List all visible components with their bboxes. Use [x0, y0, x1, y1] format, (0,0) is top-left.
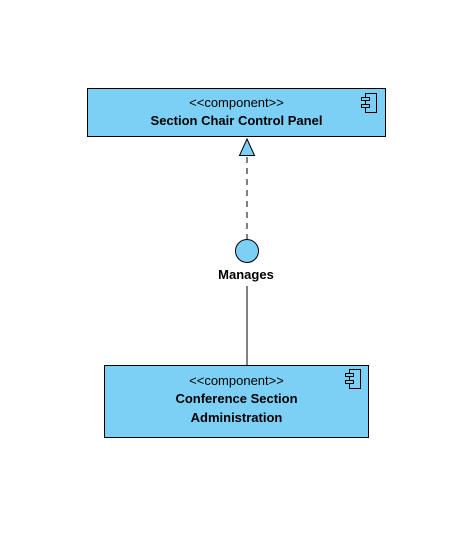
realization-arrowhead — [238, 137, 256, 156]
component-name-line-2: Administration — [190, 410, 283, 425]
interface-label: Manages — [218, 267, 274, 282]
component-icon — [361, 93, 377, 113]
component-name-line-1: Conference Section — [175, 391, 298, 406]
component-name: Section Chair Control Panel — [150, 113, 323, 128]
component-conference-section-administration[interactable]: <<component>> Conference Section Adminis… — [104, 365, 369, 438]
component-stereotype: <<component>> — [189, 373, 284, 388]
interface-circle-icon — [235, 239, 259, 263]
component-icon — [345, 369, 361, 389]
component-section-chair-control-panel[interactable]: <<component>> Section Chair Control Pane… — [87, 88, 386, 137]
component-stereotype: <<component>> — [189, 95, 284, 110]
